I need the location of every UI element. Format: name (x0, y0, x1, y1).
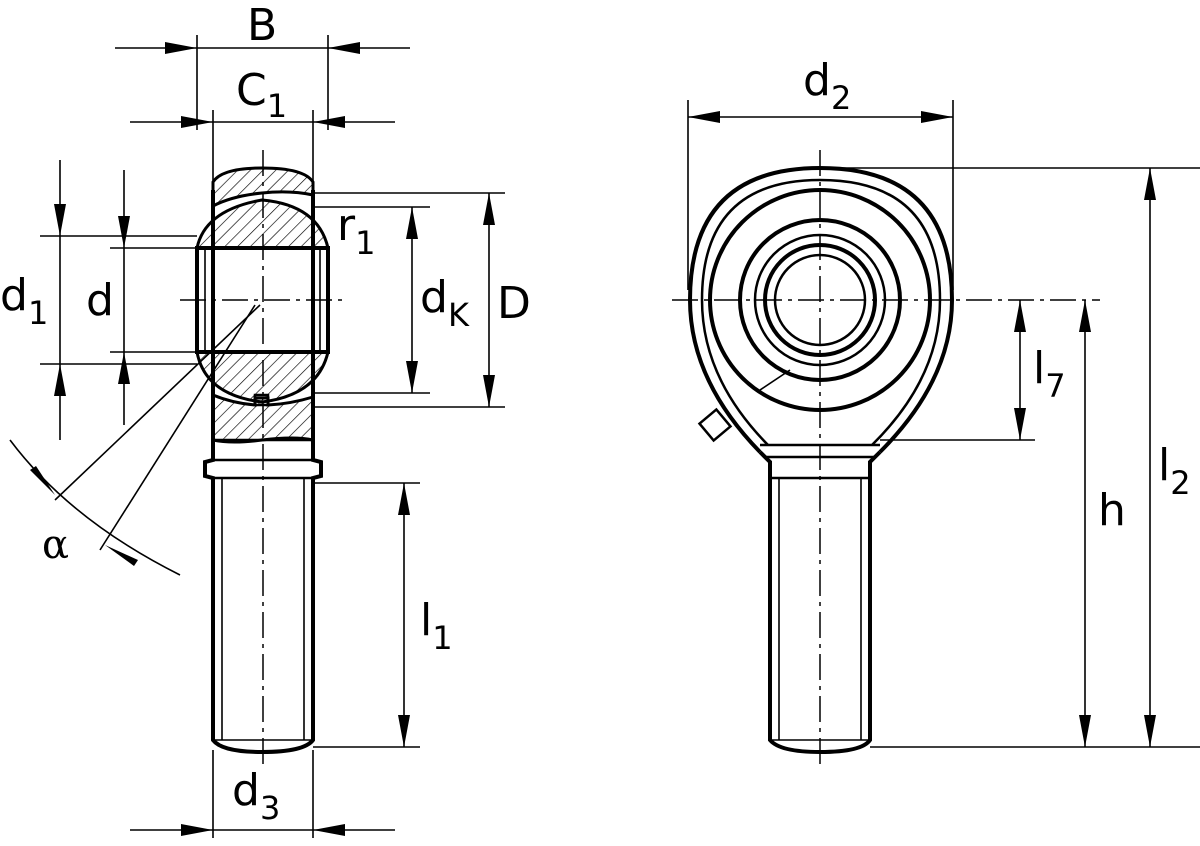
label-l1: l1 (420, 595, 453, 657)
lube-hole (253, 393, 270, 407)
left-dimensions (40, 35, 505, 838)
label-l2: l2 (1158, 440, 1191, 502)
label-alpha: α (42, 522, 69, 568)
label-d: d (86, 275, 114, 326)
label-r1: r1 (337, 200, 375, 262)
label-d2: d2 (803, 55, 851, 117)
label-d3: d3 (232, 765, 280, 827)
section-view (9, 150, 345, 765)
label-C1: C1 (236, 65, 287, 125)
label-d1: d1 (0, 270, 48, 332)
label-h: h (1098, 485, 1126, 536)
label-l7: l7 (1033, 343, 1066, 405)
lube-nipple (697, 407, 733, 443)
right-dimensions (687, 100, 1200, 748)
label-dK: dK (420, 272, 470, 334)
front-view (672, 150, 1100, 765)
label-B: B (247, 0, 277, 51)
label-D: D (497, 278, 531, 329)
